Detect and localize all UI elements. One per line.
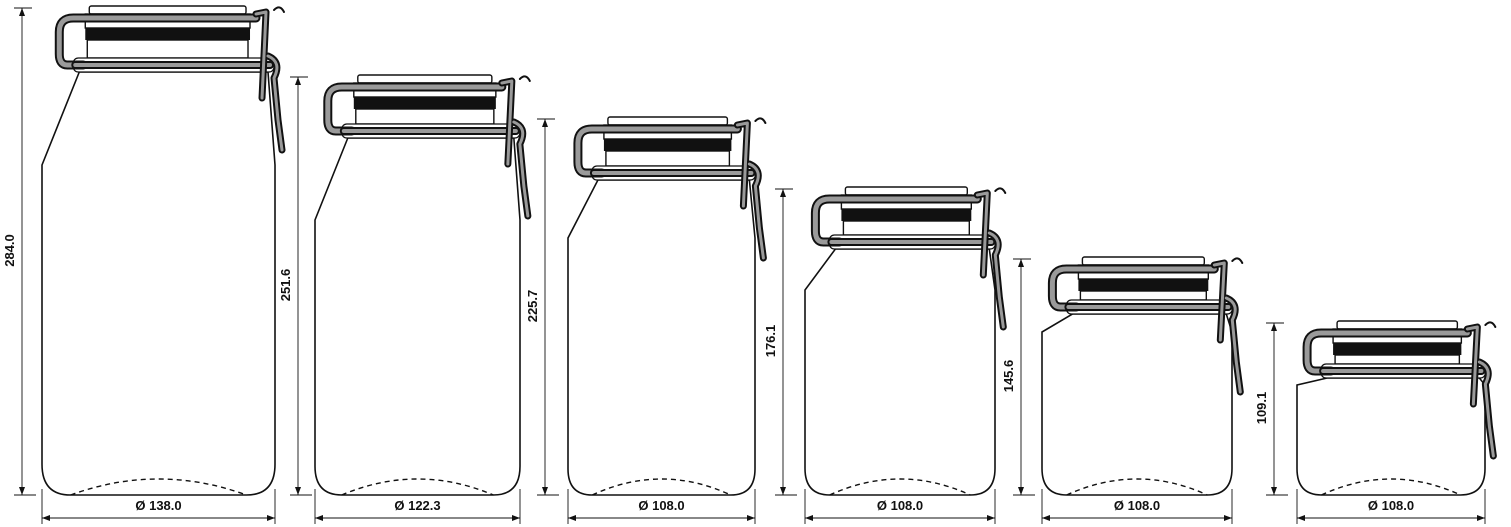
lid-lower [842,220,971,236]
diameter-label: Ø 138.0 [135,498,181,513]
clamp-lever-fill [975,191,1005,329]
height-dimension: 109.1 [1254,322,1288,496]
diameter-label: Ø 108.0 [1114,498,1160,513]
jar-body [314,137,521,496]
height-dimension: 145.6 [1001,258,1035,496]
jar-5: 145.6 Ø 108.0 [1001,256,1244,524]
wire-clamp-fill [325,84,505,134]
jar-body [1296,377,1486,496]
rubber-seal [1078,279,1209,291]
jar-4: 176.1 Ø 108.0 [763,186,1007,524]
jar-bottom-curve [1321,478,1461,496]
lid-lower [355,108,495,125]
wire-clamp-fill [575,126,740,176]
diameter-label: Ø 108.0 [638,498,684,513]
diameter-dimension: Ø 122.3 [314,489,521,524]
height-label: 109.1 [1254,392,1269,425]
lid-lower [1334,354,1461,365]
jar-2: 251.6 Ø 122.3 [278,74,532,524]
jar-1: 284.0 Ø 138.0 [2,5,286,524]
jar-bottom-curve [829,478,971,496]
clamp-hook [518,75,531,82]
lid-cap [357,74,493,84]
jar-body [804,248,996,496]
lid-cap [844,186,969,196]
lid-cap [607,116,729,126]
lid-lower [86,39,249,59]
clamp-lever-fill [735,121,765,260]
lid-lower [605,150,731,167]
lid-cap [1081,256,1206,266]
lid-cap [88,5,247,15]
diameter-dimension: Ø 108.0 [804,489,996,524]
wire-clamp-fill [1304,330,1470,374]
clamp-lever-fill [1212,261,1242,394]
diameter-dimension: Ø 108.0 [567,489,756,524]
jar-6: 109.1 Ø 108.0 [1254,320,1497,524]
height-label: 284.0 [2,234,17,267]
jar-body [567,179,756,496]
height-dimension: 225.7 [525,118,559,496]
diameter-label: Ø 108.0 [1368,498,1414,513]
wire-clamp-fill [812,196,980,245]
jar-body [1041,313,1233,496]
clamp-hook [1231,257,1244,264]
diameter-dimension: Ø 138.0 [41,489,276,524]
jar-bottom-curve [1066,478,1208,496]
diameter-label: Ø 122.3 [394,498,440,513]
jar-bottom-curve [70,478,247,496]
height-label: 176.1 [763,325,778,358]
height-label: 225.7 [525,290,540,323]
height-dimension: 284.0 [2,7,36,496]
diameter-dimension: Ø 108.0 [1296,489,1486,524]
diameter-dimension: Ø 108.0 [1041,489,1233,524]
rubber-seal [1333,343,1462,355]
height-label: 251.6 [278,269,293,302]
height-dimension: 176.1 [763,188,797,496]
height-dimension: 251.6 [278,76,312,496]
lid-lower [1079,290,1208,301]
rubber-seal [353,97,496,109]
clamp-lever-fill [254,10,284,152]
wire-clamp-fill [1049,266,1217,310]
rubber-seal [85,28,251,40]
clamp-hook [994,187,1007,194]
rubber-seal [841,209,972,221]
diameter-label: Ø 108.0 [877,498,923,513]
clamp-hook [1484,321,1497,328]
height-label: 145.6 [1001,360,1016,393]
clamp-lever-fill [500,79,530,218]
jar-body [41,71,276,496]
jar-3: 225.7 Ø 108.0 [525,116,767,524]
lid-cap [1336,320,1459,330]
rubber-seal [603,139,732,151]
clamp-lever-fill [1465,325,1495,458]
clamp-hook [754,117,767,124]
jar-bottom-curve [341,478,494,496]
clamp-hook [273,6,286,13]
wire-clamp-fill [56,15,259,68]
